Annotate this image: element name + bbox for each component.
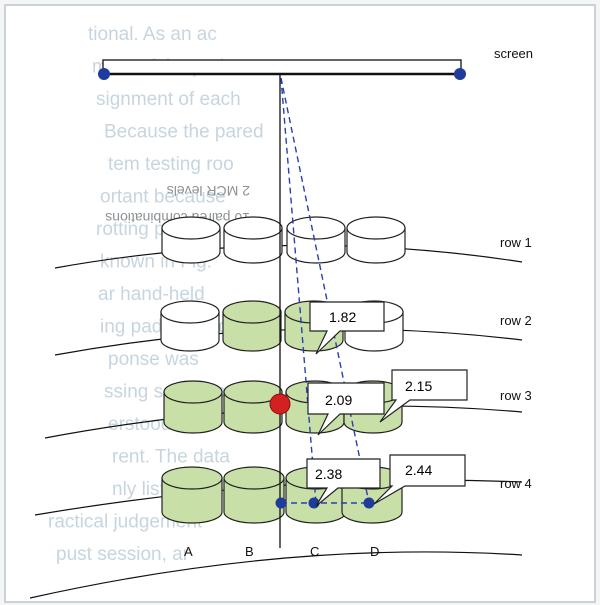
pad-top xyxy=(161,216,221,240)
pad-row4-b xyxy=(223,466,285,524)
pad-row1-d xyxy=(346,216,406,264)
callout-5: 2.44 xyxy=(373,454,466,505)
column-labels: A B C D xyxy=(184,544,379,559)
sight-lines xyxy=(280,77,370,504)
background-text-line: pust session, ar xyxy=(56,544,190,565)
column-label-a: A xyxy=(184,544,193,559)
pad-body xyxy=(223,477,285,524)
callout-3: 2.15 xyxy=(379,369,468,423)
screen-right-end-dot xyxy=(454,68,466,80)
column-label-c: C xyxy=(310,544,319,559)
background-text-line: Because the pared xyxy=(104,122,264,143)
pad-row3-a xyxy=(163,380,223,434)
pad-row1-b xyxy=(223,216,283,264)
callout-2-value: 2.09 xyxy=(325,392,352,408)
screen-label: screen xyxy=(494,46,533,61)
pad-top xyxy=(161,466,223,490)
column-label-d: D xyxy=(370,544,379,559)
pad-body xyxy=(163,391,223,434)
screen: screen xyxy=(98,46,533,80)
listener-position-dot xyxy=(269,393,291,415)
row-label-4: row 4 xyxy=(500,476,532,491)
pad-top xyxy=(286,216,346,240)
screen-left-end-dot xyxy=(98,68,110,80)
pad-top xyxy=(160,300,220,324)
background-text-line: ponse was xyxy=(108,349,199,370)
callout-3-value: 2.15 xyxy=(405,378,432,394)
pad-row3-b xyxy=(223,380,283,434)
pad-body xyxy=(161,477,223,524)
callouts: 1.82 2.09 2.15 2.38 2.44 xyxy=(306,301,468,507)
callout-4: 2.38 xyxy=(306,458,381,507)
row-label-3: row 3 xyxy=(500,388,532,403)
mirrored-background-text: 2 MCR levels xyxy=(167,183,250,199)
pad-row1-a xyxy=(161,216,221,264)
callout-5-value: 2.44 xyxy=(405,462,432,478)
row-label-1: row 1 xyxy=(500,235,532,250)
pad-top xyxy=(223,466,285,490)
reference-dot-center xyxy=(275,497,287,509)
background-text-line: tem testing roo xyxy=(108,154,234,175)
pad-row4-a xyxy=(161,466,223,524)
background-text-line: ortant because xyxy=(100,187,226,208)
background-text-line: signment of each xyxy=(96,89,241,110)
row-labels: row 1 row 2 row 3 row 4 xyxy=(500,235,532,491)
pad-top xyxy=(346,216,406,240)
screen-bar xyxy=(102,59,462,75)
reference-dot-d xyxy=(363,497,375,509)
callout-1-value: 1.82 xyxy=(329,309,356,325)
column-label-b: B xyxy=(245,544,254,559)
pad-top xyxy=(223,380,283,404)
pad-top xyxy=(222,300,282,324)
row-label-2: row 2 xyxy=(500,313,532,328)
callout-4-value: 2.38 xyxy=(315,466,342,482)
pad-row2-a xyxy=(160,300,220,352)
pad-row2-b xyxy=(222,300,282,352)
pad-top xyxy=(223,216,283,240)
callout-2: 2.09 xyxy=(307,382,385,436)
pad-top xyxy=(163,380,223,404)
callout-1: 1.82 xyxy=(309,301,385,355)
background-text-line: rent. The data xyxy=(112,447,230,468)
pad-body xyxy=(223,391,283,434)
background-text-line: ar hand-held xyxy=(98,284,205,305)
background-text-line: tional. As an ac xyxy=(88,24,217,45)
pad-row1-c xyxy=(286,216,346,264)
